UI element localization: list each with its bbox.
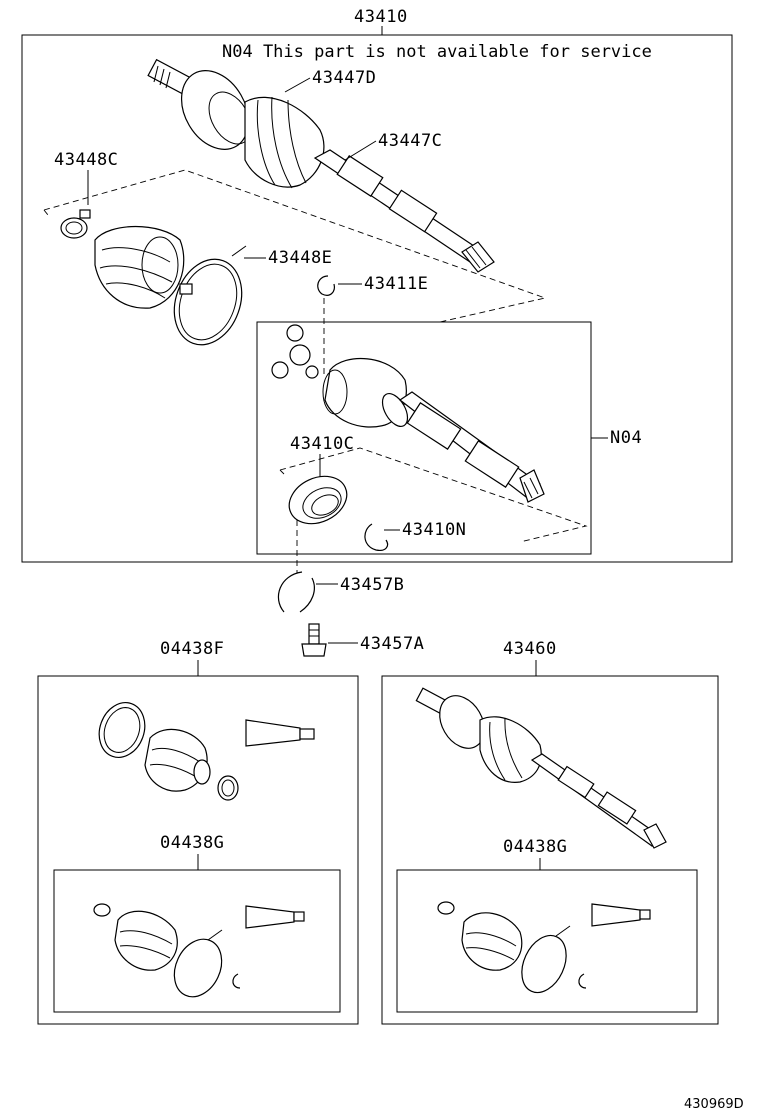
label-43448E[interactable]: 43448E bbox=[268, 248, 332, 268]
assembly-43410-frame bbox=[21, 34, 733, 563]
kit-04438G-right-frame bbox=[396, 869, 698, 1013]
tripod-spider bbox=[271, 324, 319, 379]
assembly-43460-frame bbox=[381, 675, 719, 1025]
label-43448C[interactable]: 43448C bbox=[54, 150, 118, 170]
bolt-43457A bbox=[301, 623, 327, 657]
kit-04438F-frame bbox=[37, 675, 359, 1025]
service-note: N04 This part is not available for servi… bbox=[222, 42, 652, 62]
inner-joint-shaft bbox=[322, 357, 545, 503]
clamp-43448C bbox=[60, 209, 91, 239]
label-04438G-left[interactable]: 04438G bbox=[160, 833, 224, 853]
label-43447D[interactable]: 43447D bbox=[312, 68, 376, 88]
label-04438F[interactable]: 04438F bbox=[160, 639, 224, 659]
kit-04438G-left-parts bbox=[93, 903, 305, 998]
label-43457A[interactable]: 43457A bbox=[360, 634, 424, 654]
drive-shaft-43460 bbox=[415, 687, 667, 849]
label-N04[interactable]: N04 bbox=[610, 428, 642, 448]
kit-04438G-left-frame bbox=[53, 869, 341, 1013]
drive-shaft-assembly bbox=[147, 58, 495, 273]
label-43410C[interactable]: 43410C bbox=[290, 434, 354, 454]
kit-04438F-parts bbox=[98, 702, 315, 801]
label-04438G-right[interactable]: 04438G bbox=[503, 837, 567, 857]
label-43410[interactable]: 43410 bbox=[354, 7, 408, 27]
kit-dashed-outline bbox=[43, 169, 547, 323]
label-43447C[interactable]: 43447C bbox=[378, 131, 442, 151]
clamp-43448E bbox=[173, 245, 247, 346]
label-43410N[interactable]: 43410N bbox=[402, 520, 466, 540]
drawing-code: 430969D bbox=[684, 1097, 744, 1112]
label-43460[interactable]: 43460 bbox=[503, 639, 557, 659]
boot-left bbox=[94, 226, 185, 309]
snap-ring-43411E bbox=[317, 275, 335, 296]
kit-04438G-right-parts bbox=[437, 901, 651, 994]
label-43457B[interactable]: 43457B bbox=[340, 575, 404, 595]
bearing-43410C bbox=[288, 475, 348, 525]
clip-43457B bbox=[277, 571, 315, 613]
snap-ring-43410N bbox=[364, 523, 389, 551]
label-43411E[interactable]: 43411E bbox=[364, 274, 428, 294]
